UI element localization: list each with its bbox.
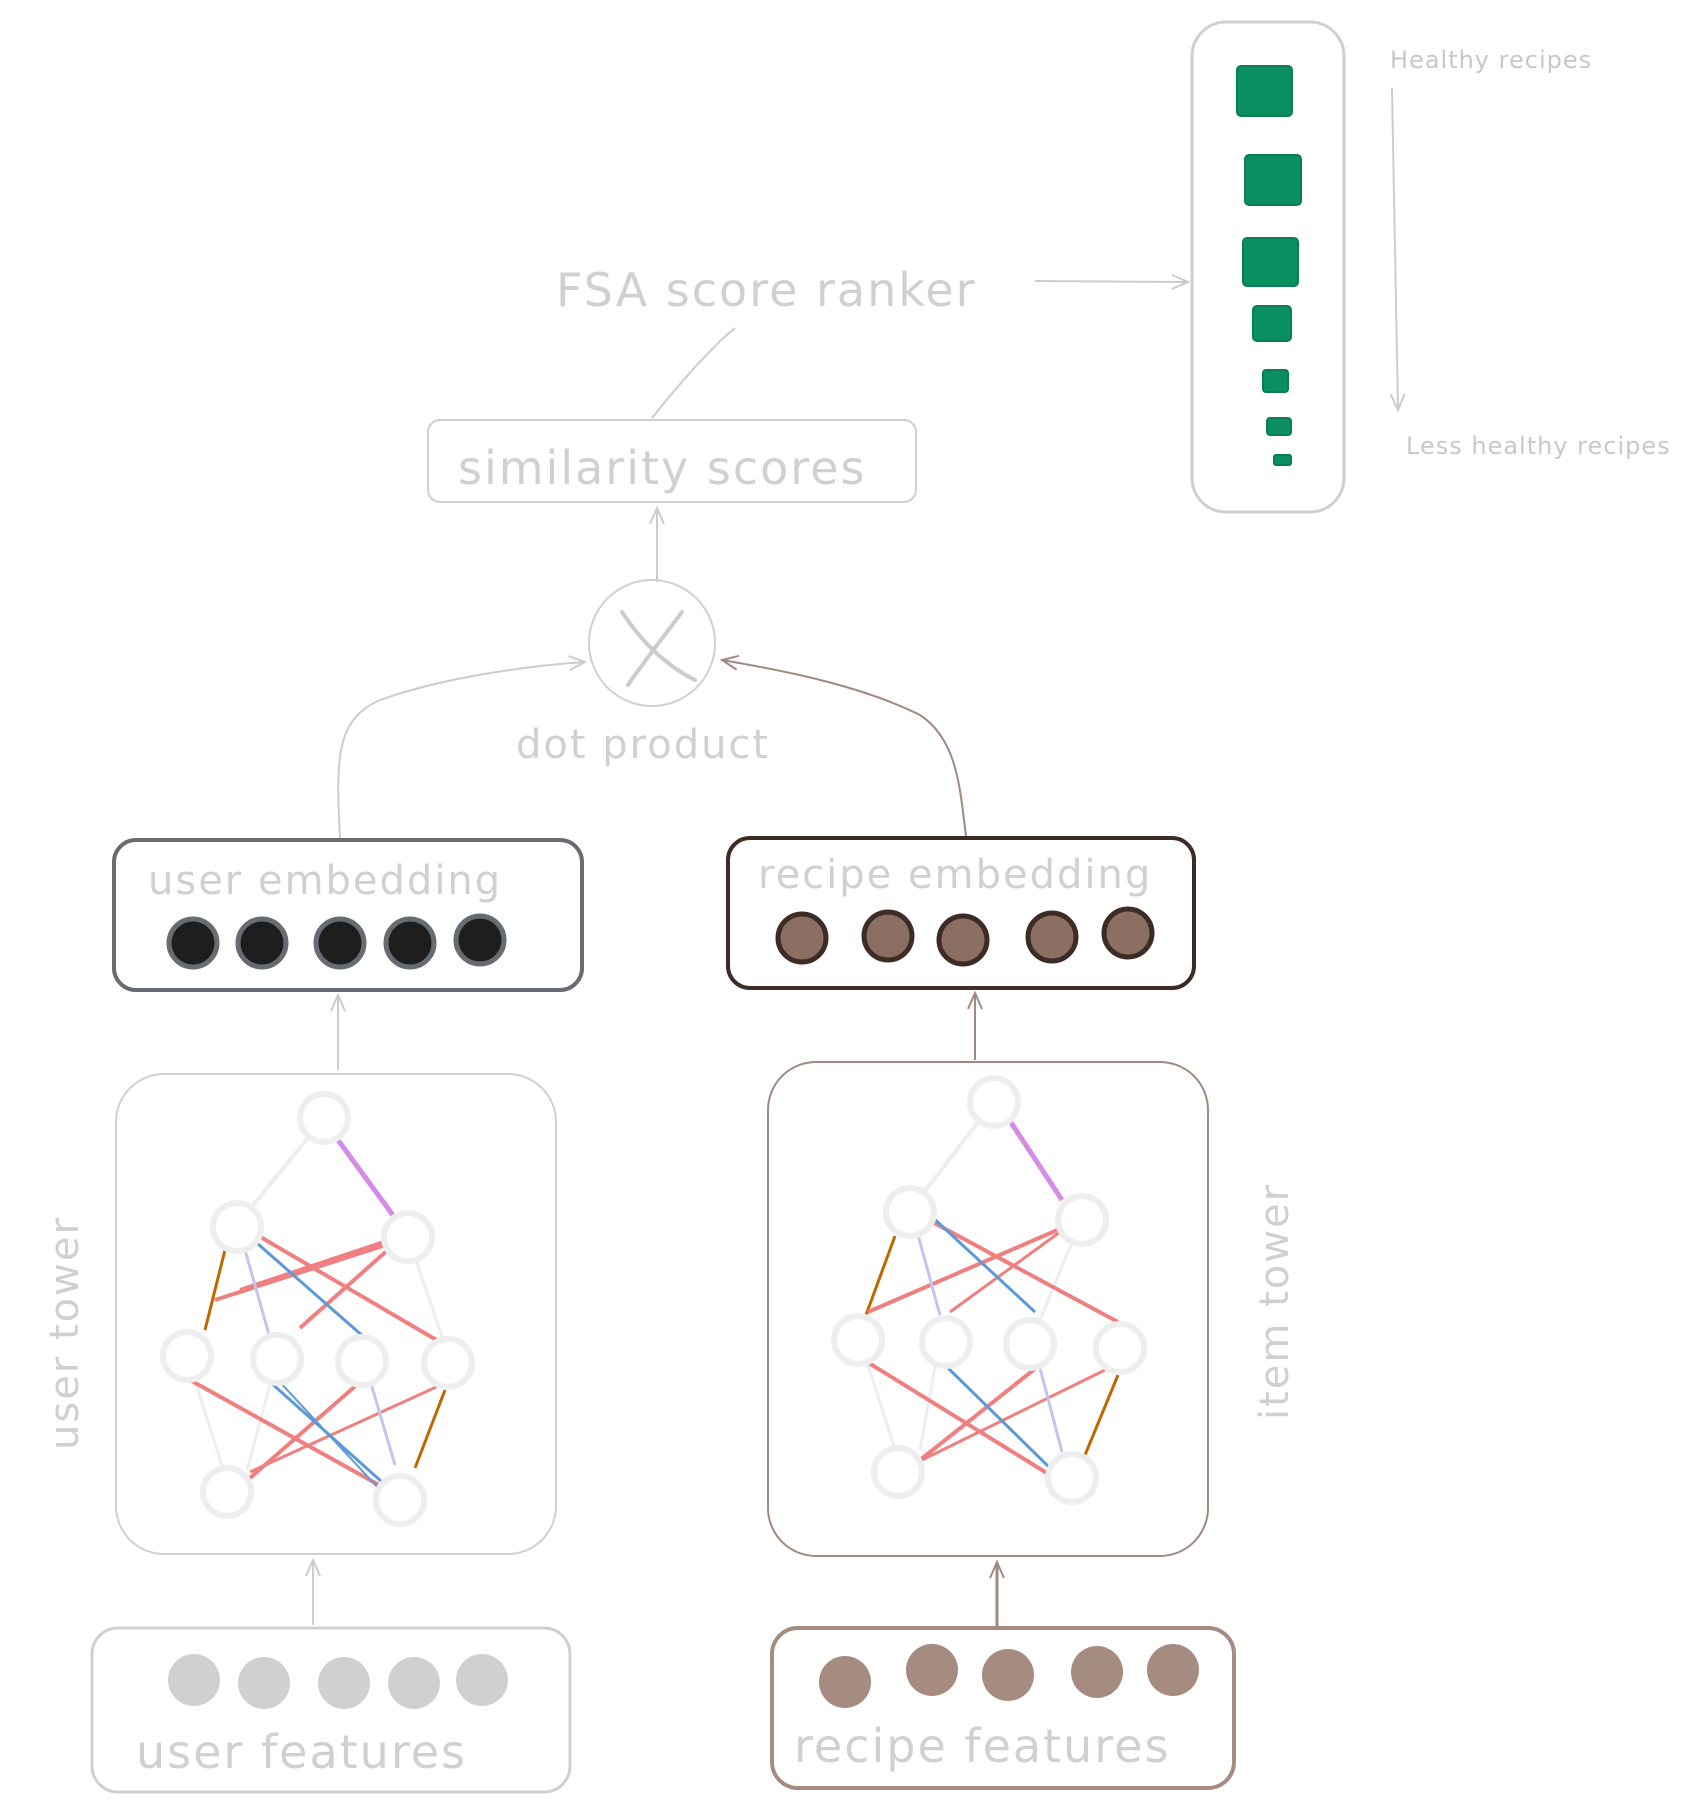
feature-cell	[906, 1644, 958, 1696]
network-node	[1003, 1317, 1057, 1371]
feature-cell	[318, 1657, 370, 1709]
network-node	[373, 1473, 427, 1527]
network-node	[831, 1313, 885, 1367]
embedding-cell	[936, 913, 990, 967]
embedding-cell	[1025, 910, 1079, 964]
network-node	[210, 1200, 264, 1254]
network-node	[1045, 1451, 1099, 1505]
embedding-cell	[313, 916, 367, 970]
feature-cell	[982, 1649, 1034, 1701]
rank-item	[1242, 237, 1299, 287]
network-node	[160, 1329, 214, 1383]
network-node	[297, 1091, 351, 1145]
multiply-icon	[588, 579, 716, 707]
user-features-label: user features	[136, 1725, 467, 1779]
rank-item	[1252, 305, 1292, 342]
healthy-label: Healthy recipes	[1390, 46, 1592, 74]
similarity-scores-box	[427, 419, 917, 503]
user-tower-box	[115, 1073, 557, 1555]
less-healthy-label: Less healthy recipes	[1406, 432, 1671, 460]
network-node	[1055, 1193, 1109, 1247]
rank-item	[1236, 65, 1293, 117]
embedding-cell	[166, 916, 220, 970]
rank-item	[1273, 454, 1292, 466]
network-node	[967, 1075, 1021, 1129]
embedding-cell	[775, 911, 829, 965]
network-node	[883, 1185, 937, 1239]
feature-cell	[168, 1654, 220, 1706]
user-tower-label: user tower	[42, 1216, 88, 1450]
user-embedding-label: user embedding	[148, 858, 502, 904]
feature-cell	[238, 1657, 290, 1709]
user-embedding-to-dot-arrow	[337, 662, 585, 839]
user-embedding-vector	[166, 913, 507, 970]
embedding-cell	[453, 913, 507, 967]
recipe-features-label: recipe features	[794, 1719, 1170, 1773]
network-node	[421, 1336, 475, 1390]
rank-item	[1262, 369, 1289, 393]
network-node	[335, 1334, 389, 1388]
network-node	[1093, 1321, 1147, 1375]
fsa-ranker-label: FSA score ranker	[556, 263, 976, 317]
network-node	[250, 1332, 304, 1386]
recipe-embedding-vector	[775, 906, 1155, 967]
ranked-list	[1190, 20, 1346, 514]
dot-product-label: dot product	[516, 722, 770, 768]
ranked-list-box	[1190, 20, 1346, 514]
recipe-embedding-box	[726, 836, 1196, 990]
recipe-embedding-label: recipe embedding	[758, 852, 1152, 898]
item-tower-label: item tower	[1252, 1183, 1298, 1420]
network-node	[200, 1465, 254, 1519]
user-embedding-box	[112, 838, 584, 992]
network-node	[919, 1315, 973, 1369]
feature-cell	[388, 1657, 440, 1709]
embedding-cell	[1101, 906, 1155, 960]
embedding-cell	[861, 909, 915, 963]
user-features-box	[90, 1626, 572, 1794]
feature-cell	[1071, 1646, 1123, 1698]
rank-item	[1266, 417, 1292, 436]
network-node	[381, 1210, 435, 1264]
ranker-to-list-arrow	[1034, 281, 1188, 282]
feature-cell	[1147, 1644, 1199, 1696]
health-direction-arrow	[1392, 87, 1398, 410]
user-tower-network	[160, 1091, 475, 1527]
scores-to-ranker-line	[651, 327, 736, 419]
similarity-scores-label: similarity scores	[458, 441, 866, 495]
embedding-cell	[383, 916, 437, 970]
embedding-cell	[235, 916, 289, 970]
feature-cell	[819, 1656, 871, 1708]
recipe-features-vector	[819, 1644, 1199, 1708]
feature-cell	[456, 1654, 508, 1706]
recipe-embedding-to-dot-arrow	[722, 660, 967, 837]
item-tower-network	[831, 1075, 1147, 1505]
recipe-features-box	[770, 1626, 1236, 1790]
network-node	[871, 1445, 925, 1499]
rank-item	[1244, 154, 1302, 206]
item-tower-box	[767, 1061, 1209, 1557]
user-features-vector	[168, 1654, 508, 1709]
